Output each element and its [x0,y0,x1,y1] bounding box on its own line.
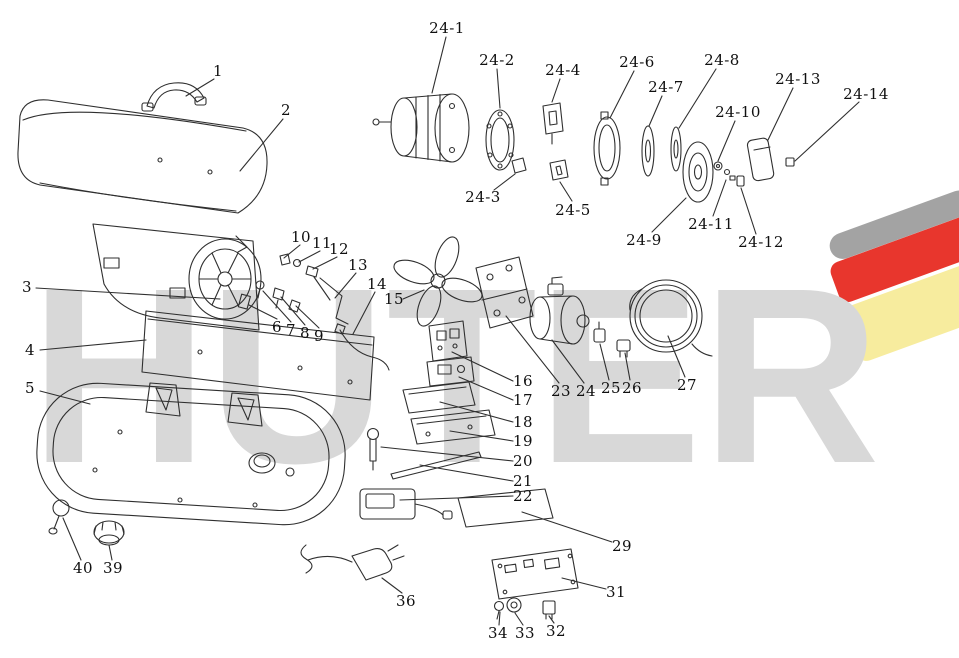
leader-line-40 [62,517,82,561]
leader-line-17 [458,376,514,401]
part-16-junction-box [428,320,468,362]
part-5-base-tank [36,382,346,526]
part-40-cap [48,499,70,535]
part-36-power-cord [300,544,405,581]
part-24-5-clip [549,159,569,181]
part-24-12-fastener [736,175,745,187]
part-29-baffle-sheet [457,488,554,528]
leader-line-23 [505,315,560,384]
leader-line-18 [439,401,514,423]
leader-lines [35,36,860,626]
leader-line-10 [283,244,301,259]
leader-line-25 [599,343,610,381]
logo-swoosh-yellow [842,256,959,361]
leader-line-24-13 [767,87,794,141]
leader-line-19 [449,430,514,442]
part-24-13-capacitor-block [746,137,775,182]
leader-line-24-9 [651,197,687,233]
logo-swoosh-gray [829,190,959,259]
part-32-relay [542,600,556,620]
part-27-cable-coil [629,279,713,357]
leader-line-3 [35,287,221,300]
part-31-pcb [491,548,579,600]
part-39-knob [93,520,125,546]
part-34-button [493,600,505,620]
part-24-14-terminal [785,157,795,167]
part-6-to-9-small-hardware [237,280,301,313]
leader-line-32 [548,615,555,624]
logo-swoosh [829,190,959,361]
part-15-fan [393,236,483,327]
leader-line-21 [419,464,514,482]
leader-line-24-10 [717,120,736,162]
part-22-power-adapter [359,488,453,520]
leader-line-7 [262,290,292,323]
part-24-pump-motor [529,276,590,345]
leader-line-15 [402,289,425,300]
part-24-4-bracket [542,102,564,145]
leader-line-14 [352,291,376,335]
part-24-7-disc [641,125,655,177]
leader-line-1 [185,78,215,97]
leader-line-24-7 [648,95,663,127]
parts-linework [17,36,860,626]
leader-line-5 [39,390,91,405]
leader-line-24-12 [740,187,757,235]
part-25-fitting [593,321,606,343]
leader-line-2 [239,118,284,172]
leader-line-27 [667,335,686,378]
leader-line-24-1 [431,36,447,94]
part-23-bracket-plate [475,256,534,329]
leader-line-20 [380,446,514,462]
part-2-outer-shell [17,99,268,214]
leader-line-11 [298,250,321,263]
leader-line-24-3 [493,173,516,191]
part-19-board [410,409,496,445]
part-24-2-flange-ring [485,109,515,171]
leader-line-26 [624,352,631,381]
leader-line-16 [451,351,514,382]
leader-line-24-8 [678,68,717,129]
leader-line-39 [108,544,113,561]
leader-line-34 [498,611,501,626]
leader-line-6 [248,304,278,320]
leader-line-12 [312,256,338,270]
leader-line-24 [551,339,585,384]
leader-line-4 [39,339,147,351]
leader-line-24-5 [559,181,573,202]
leader-line-24-6 [609,70,635,119]
leader-line-13 [334,272,357,299]
part-20-sensor-probe [366,427,380,471]
leader-line-24-4 [551,78,561,103]
part-3-fan-housing [92,223,262,331]
part-24-1-motor [372,93,470,163]
leader-line-24-11 [712,179,727,217]
part-26-clamp [616,339,631,358]
leader-line-8 [280,296,306,326]
leader-line-22 [399,495,514,501]
part-17-ignition-unit [426,356,475,387]
part-4-chamber-panel [141,310,375,401]
logo-swoosh-red [830,211,959,302]
leader-line-24-2 [496,68,501,109]
leader-line-29 [521,511,613,543]
leader-line-33 [514,612,524,626]
part-24-11-nut [723,168,736,181]
part-24-8-disc [670,126,682,172]
part-24-10-washer [713,161,723,171]
part-18-board [402,381,476,414]
part-21-rod [390,451,482,480]
part-24-6-ring [593,111,621,186]
leader-line-9 [295,305,320,329]
part-33-knob-cap [506,597,522,613]
part-24-9-impeller-wheel [682,141,714,203]
part-1-handle [141,82,207,112]
leader-line-24-14 [794,101,860,162]
leader-line-31 [561,577,607,590]
leader-line-36 [381,577,403,594]
part-24-3-clip [511,157,527,174]
